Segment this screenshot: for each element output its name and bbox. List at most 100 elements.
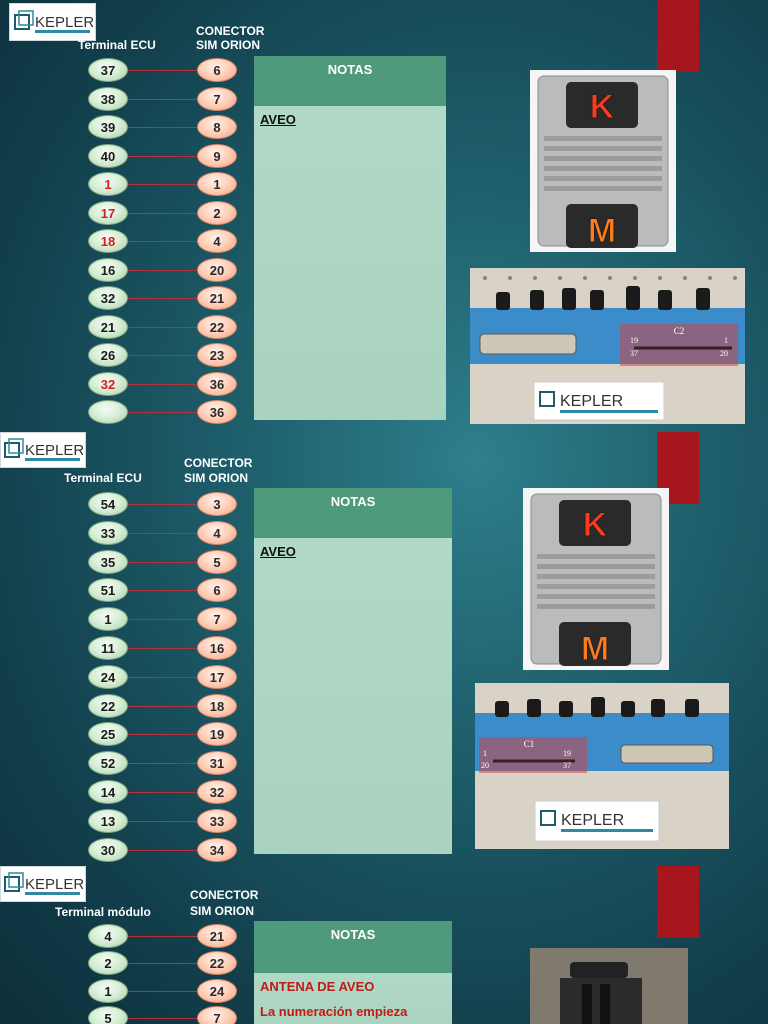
header-conector-line1: CONECTOR (190, 888, 259, 902)
kepler-logo: KEPLER (0, 432, 86, 468)
svg-text:1: 1 (724, 336, 728, 345)
sim-orion-pin: 4 (197, 521, 237, 545)
pin-wire (128, 412, 197, 413)
pin-wire (128, 850, 197, 851)
pin-wire (128, 1018, 197, 1019)
pin-wire (128, 677, 197, 678)
sim-orion-pin: 31 (197, 751, 237, 775)
ecu-terminal-pin: 4 (88, 924, 128, 948)
notes-line: AVEO (260, 112, 296, 127)
sim-orion-pin: 24 (197, 979, 237, 1003)
notes-body: ANTENA DE AVEO La numeración empieza (254, 973, 452, 1024)
svg-text:1: 1 (483, 749, 487, 758)
ecu-terminal-pin: 5 (88, 1006, 128, 1024)
ecu-terminal-pin: 25 (88, 722, 128, 746)
ecu-terminal-pin: 30 (88, 838, 128, 862)
pin-wire (128, 936, 197, 937)
notes-line-antena: ANTENA DE AVEO (260, 979, 375, 994)
ecu-letter-m: M (588, 212, 616, 250)
header-terminal-ecu: Terminal ECU (64, 471, 142, 485)
slide-2: KEPLER Terminal ECU CONECTOR SIM ORION 5… (0, 432, 768, 864)
sim-orion-pin: 17 (197, 665, 237, 689)
ecu-terminal-pin: 32 (88, 372, 128, 396)
ecu-terminal-pin: 37 (88, 58, 128, 82)
kepler-logo-icon: KEPLER (4, 872, 83, 895)
sim-orion-pin: 22 (197, 315, 237, 339)
sim-orion-pin: 19 (197, 722, 237, 746)
pin-wire (128, 648, 197, 649)
sim-orion-pin: 21 (197, 924, 237, 948)
ecu-terminal-pin: 51 (88, 578, 128, 602)
sim-orion-pin: 22 (197, 951, 237, 975)
svg-text:KEPLER: KEPLER (25, 876, 83, 893)
ecu-terminal-pin: 38 (88, 87, 128, 111)
sim-orion-photo: C1 1 19 20 37 KEPLER (475, 683, 729, 849)
pin-wire (128, 270, 197, 271)
sim-orion-pin: 32 (197, 780, 237, 804)
pin-wire (128, 590, 197, 591)
svg-text:19: 19 (563, 749, 571, 758)
pin-wire (128, 963, 197, 964)
antenna-module-photo (530, 948, 688, 1024)
pin-wire (128, 533, 197, 534)
sim-orion-pin: 16 (197, 636, 237, 660)
header-conector-line2: SIM ORION (190, 904, 255, 918)
svg-text:37: 37 (630, 349, 638, 358)
notes-line-numeracion: La numeración empieza (260, 1004, 408, 1019)
sim-orion-pin: 3 (197, 492, 237, 516)
kepler-logo: KEPLER (0, 866, 86, 902)
pin-wire (128, 355, 197, 356)
pin-wire (128, 504, 197, 505)
pin-wire (128, 562, 197, 563)
pin-wire (128, 184, 197, 185)
ecu-terminal-pin: 52 (88, 751, 128, 775)
ecu-terminal-pin: 17 (88, 201, 128, 225)
red-accent-bar (657, 866, 699, 938)
svg-text:20: 20 (481, 761, 489, 770)
ecu-terminal-pin (88, 400, 128, 424)
ecu-terminal-pin: 33 (88, 521, 128, 545)
ecu-terminal-pin: 22 (88, 694, 128, 718)
ecu-terminal-pin: 16 (88, 258, 128, 282)
sim-orion-pin: 5 (197, 550, 237, 574)
pin-wire (128, 99, 197, 100)
sim-orion-pin: 6 (197, 58, 237, 82)
ecu-terminal-pin: 1 (88, 607, 128, 631)
notes-header: NOTAS (254, 921, 452, 973)
pin-wire (128, 792, 197, 793)
sim-orion-pin: 18 (197, 694, 237, 718)
header-terminal-ecu: Terminal ECU (78, 38, 156, 52)
sim-orion-pin: 9 (197, 144, 237, 168)
ecu-letter-k: K (590, 88, 615, 126)
ecu-terminal-pin: 35 (88, 550, 128, 574)
ecu-terminal-pin: 2 (88, 951, 128, 975)
ecu-photo: K M (530, 70, 676, 252)
notes-header: NOTAS (254, 56, 446, 106)
ecu-terminal-pin: 40 (88, 144, 128, 168)
svg-text:KEPLER: KEPLER (561, 812, 624, 829)
svg-text:20: 20 (720, 349, 728, 358)
ecu-photo: K M (523, 488, 669, 670)
header-conector-line1: CONECTOR (196, 24, 265, 38)
svg-text:KEPLER: KEPLER (25, 442, 83, 459)
ecu-letter-k: K (583, 506, 608, 544)
sim-orion-pin: 23 (197, 343, 237, 367)
ecu-terminal-pin: 26 (88, 343, 128, 367)
pin-wire (128, 706, 197, 707)
svg-text:19: 19 (630, 336, 638, 345)
pin-wire (128, 327, 197, 328)
sim-orion-pin: 7 (197, 1006, 237, 1024)
kepler-logo-icon: KEPLER (4, 438, 83, 461)
sim-orion-pin: 2 (197, 201, 237, 225)
pin-wire (128, 241, 197, 242)
notes-header: NOTAS (254, 488, 452, 538)
connector-label: C1 (524, 739, 535, 749)
kepler-logo-icon: KEPLER (13, 10, 93, 33)
pin-wire (128, 734, 197, 735)
slide-1: KEPLER Terminal ECU CONECTOR SIM ORION 3… (0, 0, 768, 432)
sim-orion-pin: 33 (197, 809, 237, 833)
pin-wire (128, 384, 197, 385)
ecu-terminal-pin: 39 (88, 115, 128, 139)
pin-wire (128, 619, 197, 620)
svg-text:KEPLER: KEPLER (35, 14, 93, 31)
